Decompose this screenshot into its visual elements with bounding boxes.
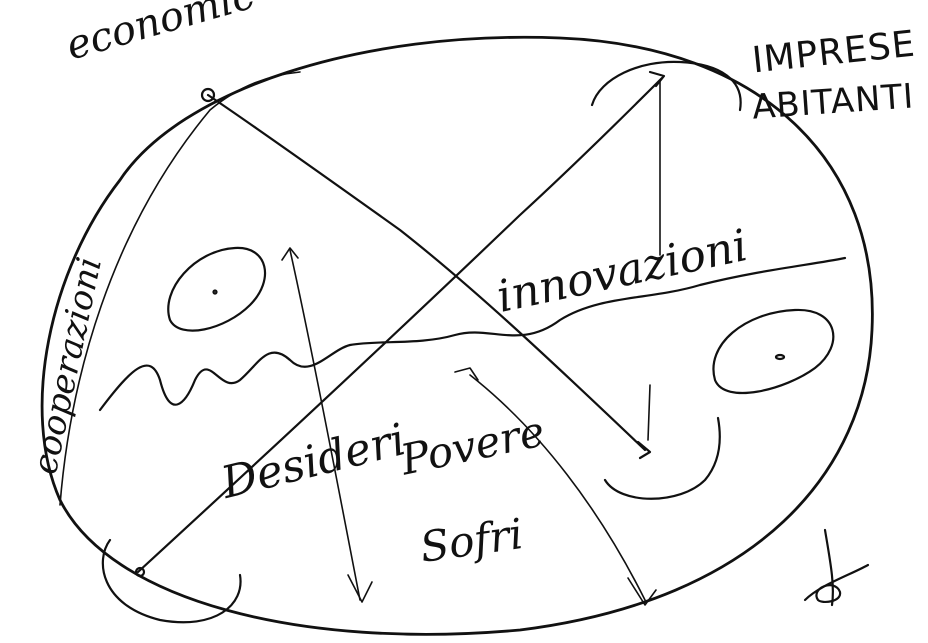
circle-left: [168, 248, 265, 331]
signature-mark: [805, 530, 868, 605]
arc-bottom-right-node: [605, 418, 720, 499]
short-line-right: [648, 385, 650, 440]
arc-top-right-node: [592, 62, 741, 110]
arrowhead-top-right: [650, 72, 664, 86]
arrowhead-bottom-left-vertical: [348, 575, 372, 602]
arrow-center-right: [470, 375, 645, 600]
arc-bottom-left-node: [103, 540, 241, 622]
arrow-up-down-left: [290, 250, 360, 600]
circle-right: [713, 310, 833, 393]
label-abitanti: ABITANTI: [751, 79, 915, 124]
dot-left: [214, 291, 217, 294]
wavy-band: [100, 258, 845, 410]
dot-right: [776, 355, 784, 359]
